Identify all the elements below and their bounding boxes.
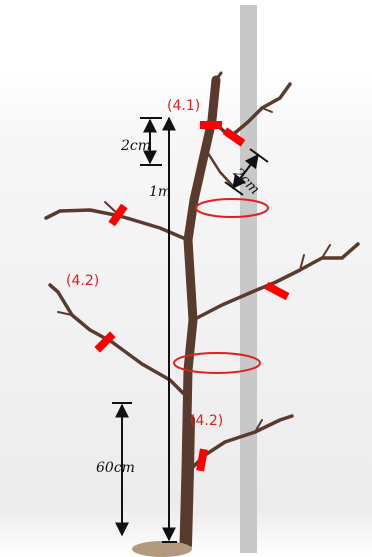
trunk-base — [180, 414, 195, 551]
label-height-2cm: 2cm — [120, 138, 151, 154]
cut-mark-left-lower — [94, 331, 116, 353]
dim-tick-diag-a — [249, 148, 269, 163]
twig — [57, 311, 73, 316]
branch-right-mid — [191, 242, 360, 322]
label-height-60cm: 60cm — [96, 460, 135, 476]
label-height-1m: 1m — [149, 184, 171, 200]
label-cut-4-1: (4.1) — [167, 98, 200, 114]
soil-mound — [132, 541, 192, 557]
cut-mark-left-upper — [108, 203, 128, 227]
ellipse-upper — [195, 198, 269, 218]
twig — [261, 107, 273, 113]
support-stake — [240, 5, 257, 553]
twig — [321, 244, 331, 259]
label-cut-4-2-bottom: (4.2) — [190, 413, 223, 429]
label-cut-4-2-left: (4.2) — [66, 273, 99, 289]
trunk-tip — [214, 71, 223, 82]
dimensions — [112, 116, 269, 543]
dim-tick-diag-b — [224, 181, 244, 196]
cut-mark-right-mid — [264, 281, 290, 301]
branch-mid-small — [204, 148, 234, 187]
cut-mark-upper-right — [222, 127, 246, 147]
cut-mark-top — [200, 121, 222, 129]
cut-marks — [94, 121, 290, 472]
twig — [299, 254, 305, 271]
twig — [254, 419, 263, 433]
cut-mark-bottom — [196, 448, 208, 472]
dim-line-2cm-diagonal — [232, 153, 259, 190]
